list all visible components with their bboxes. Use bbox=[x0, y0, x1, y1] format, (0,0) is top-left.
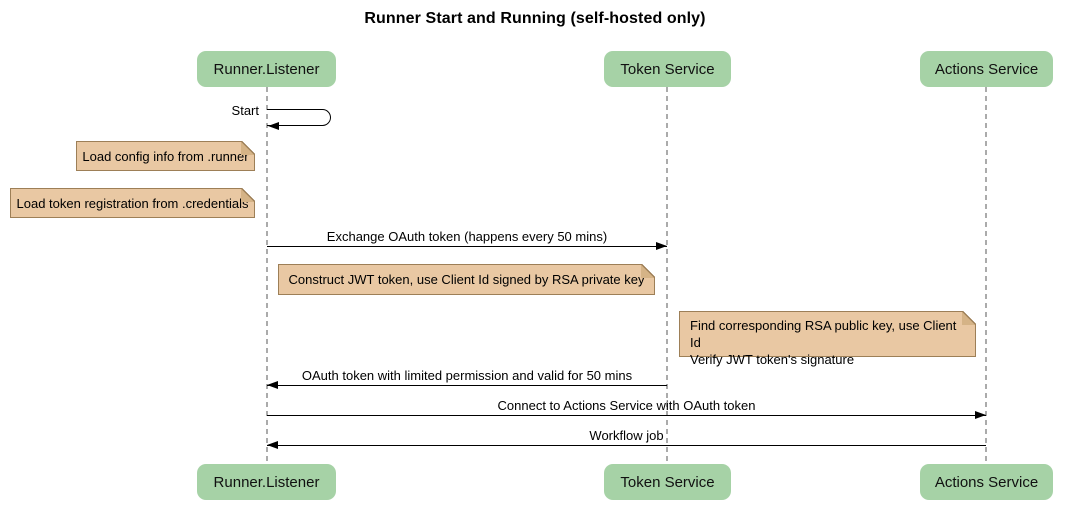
note-verify-jwt-line-1: Find corresponding RSA public key, use C… bbox=[690, 318, 957, 350]
note-load-config: Load config info from .runner bbox=[76, 140, 256, 171]
lifeline-token-service bbox=[666, 87, 668, 464]
diagram-title: Runner Start and Running (self-hosted on… bbox=[364, 10, 706, 27]
participant-actions-service-top: Actions Service bbox=[920, 51, 1053, 87]
note-verify-jwt-line-2: Verify JWT token's signature bbox=[690, 352, 855, 367]
note-construct-jwt: Construct JWT token, use Client Id signe… bbox=[278, 263, 656, 295]
message-oauth-token-label: OAuth token with limited permission and … bbox=[301, 368, 633, 383]
lifeline-actions-service bbox=[985, 87, 987, 464]
message-oauth-token-line bbox=[267, 385, 667, 386]
lifeline-runner-listener bbox=[266, 87, 268, 464]
message-exchange-oauth-line bbox=[267, 246, 667, 247]
message-connect-actions-line bbox=[267, 415, 986, 416]
self-message-arrowhead-icon bbox=[268, 122, 279, 130]
participant-token-service-top: Token Service bbox=[604, 51, 731, 87]
participant-actions-service-bottom: Actions Service bbox=[920, 464, 1053, 500]
participant-runner-listener-bottom: Runner.Listener bbox=[197, 464, 336, 500]
message-connect-actions-arrowhead-icon bbox=[975, 411, 986, 419]
note-load-token-registration: Load token registration from .credential… bbox=[10, 187, 256, 218]
message-workflow-job-line bbox=[267, 445, 986, 446]
participant-runner-listener-top: Runner.Listener bbox=[197, 51, 336, 87]
message-workflow-job-label: Workflow job bbox=[589, 428, 664, 443]
message-exchange-oauth-label: Exchange OAuth token (happens every 50 m… bbox=[326, 229, 608, 244]
message-start-label: Start bbox=[231, 103, 259, 118]
note-verify-jwt: Find corresponding RSA public key, use C… bbox=[679, 310, 977, 367]
message-oauth-token-arrowhead-icon bbox=[267, 381, 278, 389]
message-connect-actions-label: Connect to Actions Service with OAuth to… bbox=[497, 398, 756, 413]
self-message-loop bbox=[267, 109, 331, 126]
participant-token-service-bottom: Token Service bbox=[604, 464, 731, 500]
message-exchange-oauth-arrowhead-icon bbox=[656, 242, 667, 250]
message-workflow-job-arrowhead-icon bbox=[267, 441, 278, 449]
